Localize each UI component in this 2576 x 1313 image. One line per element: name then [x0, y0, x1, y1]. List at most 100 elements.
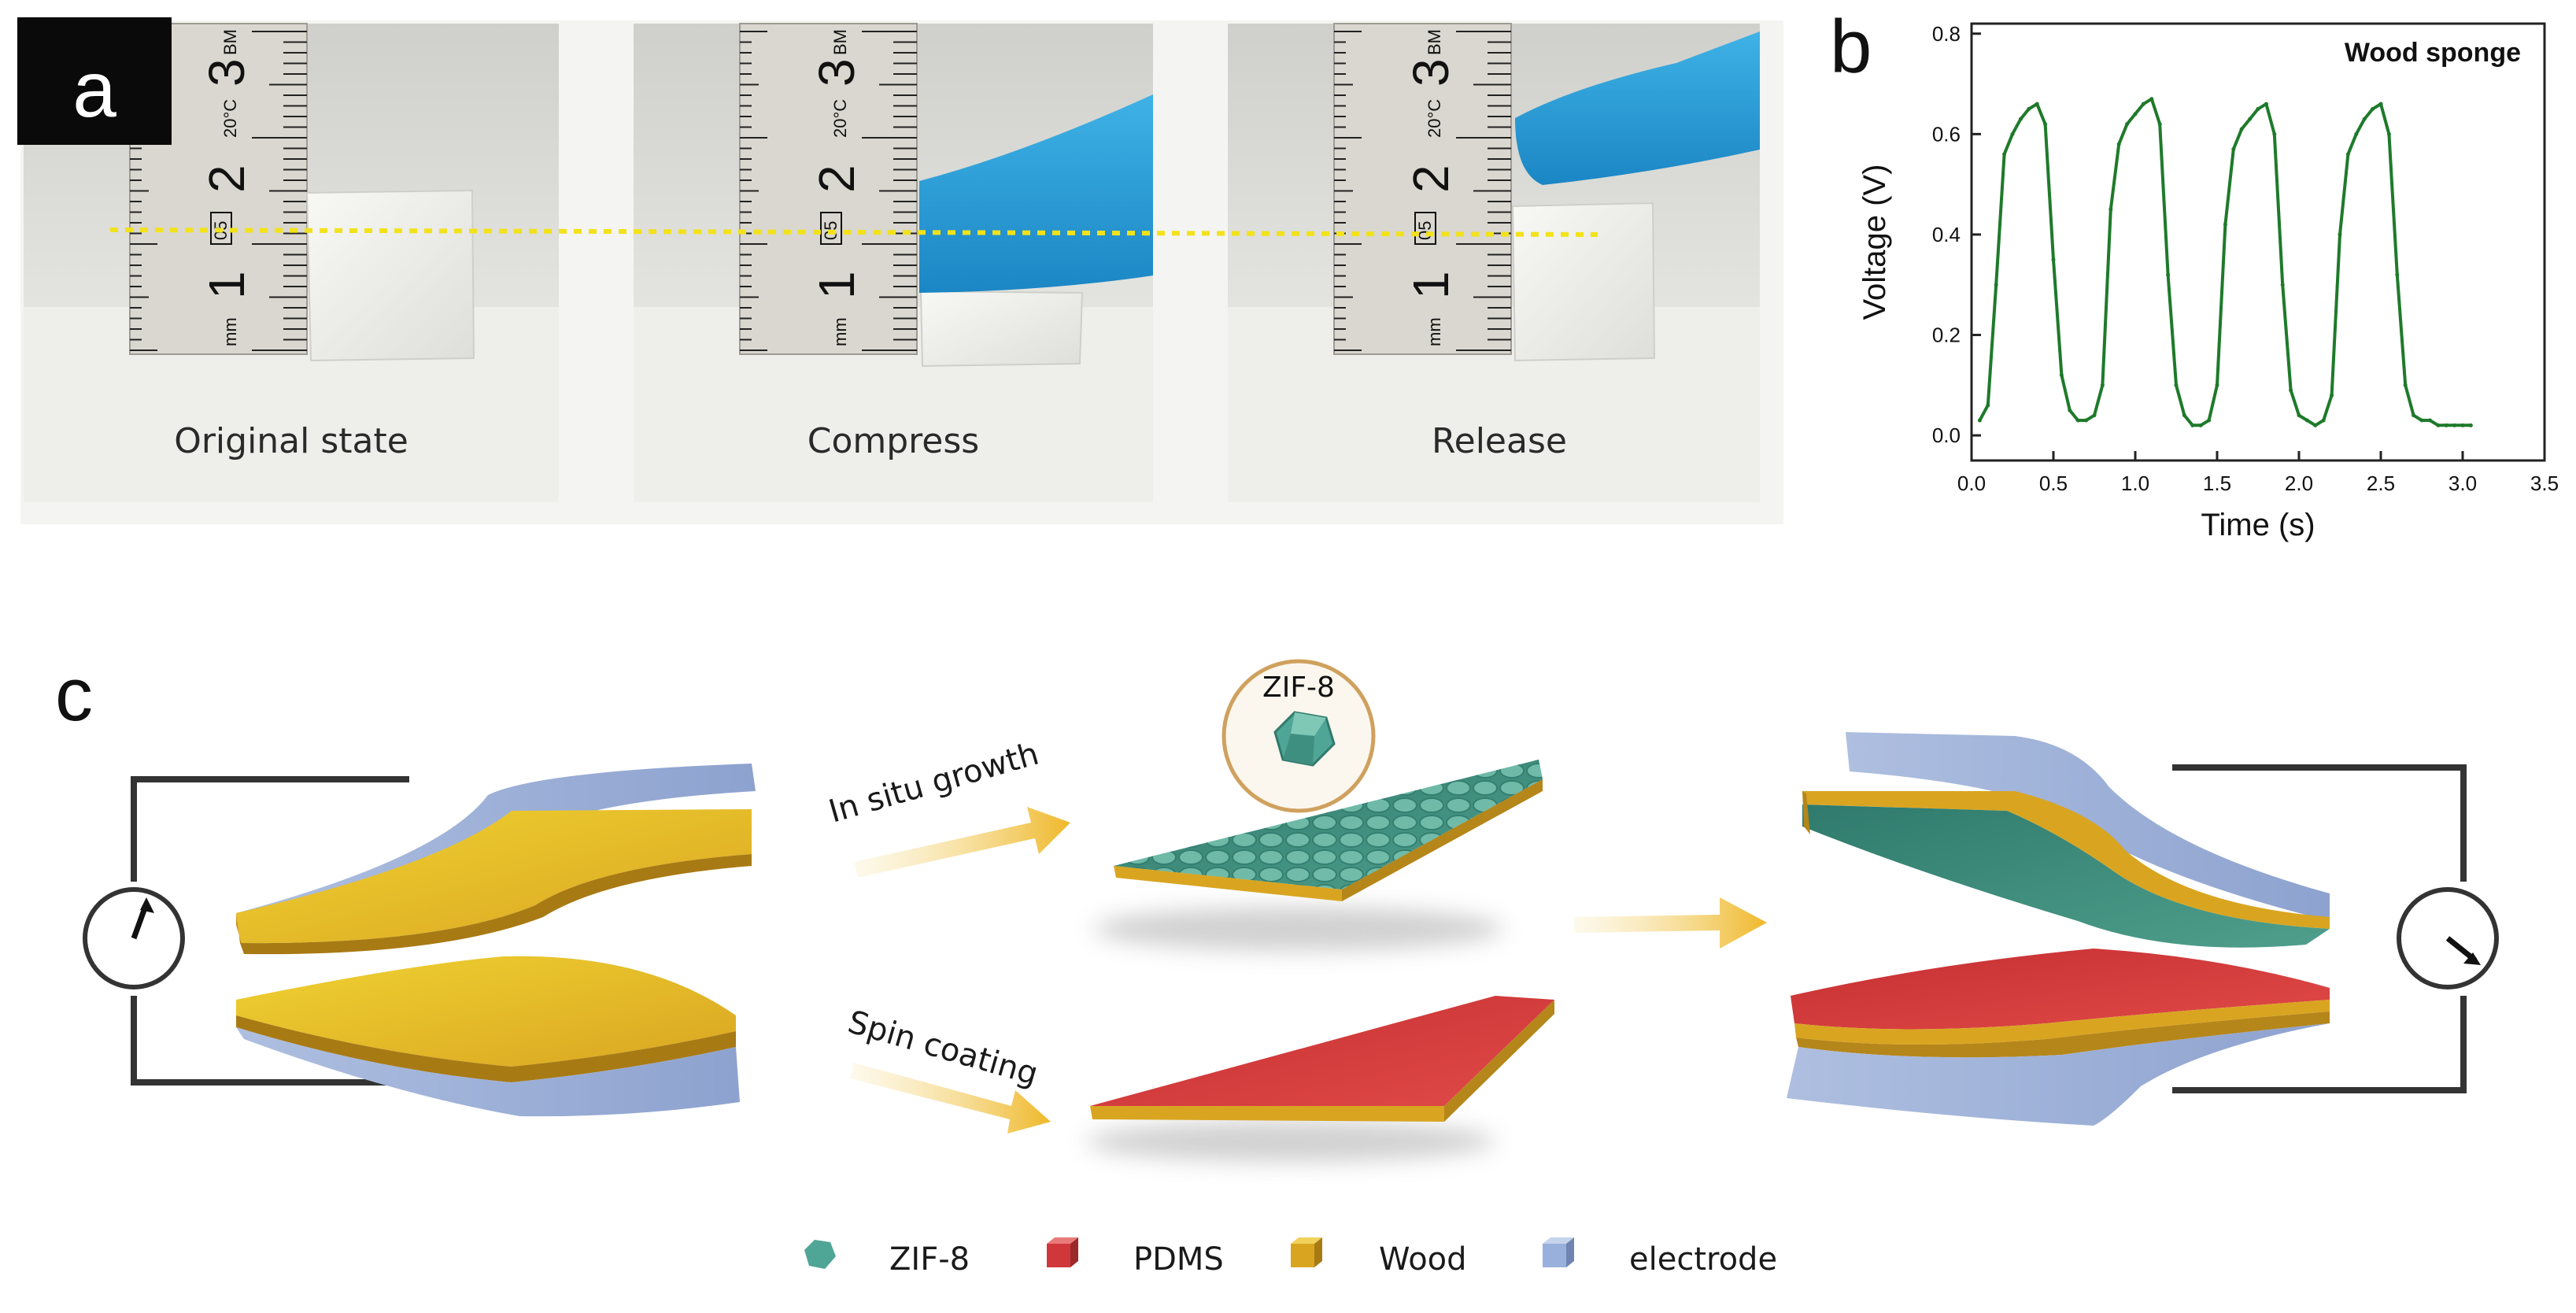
- data-point: [2362, 117, 2367, 121]
- pdms-layer-right: [1791, 949, 2330, 1030]
- voltmeter-left: [83, 887, 185, 989]
- chart-title: Wood sponge: [2345, 38, 2521, 68]
- data-point: [2330, 393, 2334, 398]
- data-point: [2215, 383, 2219, 387]
- legend-label-pdms: PDMS: [1133, 1241, 1224, 1278]
- legend-item-zif8: ZIF-8: [804, 1240, 970, 1278]
- x-tick-label: 0.5: [2039, 472, 2068, 495]
- data-point: [2345, 152, 2350, 157]
- ruler-temp: 20°C: [1425, 99, 1444, 138]
- data-point: [2321, 418, 2326, 423]
- data-point: [2272, 131, 2277, 136]
- right-device: [1787, 732, 2499, 1126]
- arrow-label-in-situ-growth: In situ growth: [825, 736, 1043, 830]
- arrow-spin-coating: Spin coating: [844, 1004, 1051, 1134]
- plot-area: [1970, 22, 2546, 462]
- ruler-tick-marks: [1334, 31, 1511, 351]
- electrode-bottom-left: [236, 1027, 740, 1117]
- data-point: [2280, 283, 2285, 287]
- data-point: [2035, 102, 2039, 106]
- ruler-number-3: 3: [198, 58, 255, 87]
- ruler-number-3: 3: [1403, 58, 1459, 87]
- data-point: [2436, 423, 2441, 427]
- legend-item-wood: Wood: [1291, 1237, 1467, 1278]
- data-point: [2354, 131, 2359, 136]
- data-point: [2084, 418, 2089, 423]
- wood-sponge-compressed: [919, 290, 1084, 368]
- data-point: [2002, 152, 2007, 157]
- voltmeter-right: [2397, 887, 2499, 989]
- wood-edge-bottom-left: [236, 1015, 736, 1082]
- arrow-assembly: [1574, 897, 1767, 949]
- ruler-bm: BM: [1425, 29, 1444, 55]
- x-tick-label: 2.0: [2285, 472, 2313, 495]
- electrode-bottom-right: [1787, 1023, 2330, 1126]
- data-point: [2100, 383, 2105, 387]
- data-point: [2256, 106, 2260, 111]
- data-point: [2395, 272, 2400, 277]
- wood-substrate: [1090, 1106, 1444, 1122]
- blue-glove: [919, 94, 1153, 293]
- panel-c: c In situ growth: [55, 653, 2499, 1278]
- data-point: [2027, 106, 2031, 111]
- data-point: [2239, 127, 2244, 131]
- legend-item-pdms: PDMS: [1047, 1237, 1224, 1278]
- ruler-bm: BM: [220, 29, 240, 55]
- wood-layer-top-left: [236, 809, 752, 944]
- x-axis-title: Time (s): [2201, 508, 2315, 542]
- data-point: [2338, 232, 2342, 237]
- x-tick-label: 1.0: [2121, 472, 2149, 495]
- photo-label-compress: Compress: [808, 421, 979, 461]
- wood-sponge: [305, 189, 475, 362]
- pdms-layer: [1090, 996, 1554, 1106]
- data-point: [2166, 272, 2171, 277]
- ruler-number-1: 1: [198, 271, 255, 299]
- panel-a-letter: a: [72, 46, 116, 134]
- data-point: [2444, 423, 2448, 427]
- panel-b-letter: b: [1830, 5, 1872, 89]
- x-tick-label: 2.5: [2367, 472, 2395, 495]
- legend-swatch-wood: [1291, 1244, 1314, 1267]
- y-tick-label: 0.6: [1932, 122, 1961, 146]
- photo-label-original-state: Original state: [174, 421, 408, 461]
- data-point: [2125, 122, 2130, 127]
- ruler-number-2: 2: [198, 165, 255, 193]
- data-point: [2297, 413, 2301, 418]
- data-point: [2313, 423, 2318, 427]
- ruler: 3 2 1 20°C mm 05 BM: [739, 23, 918, 355]
- circuit-wire-bottom: [2172, 996, 2467, 1093]
- data-point: [2304, 418, 2309, 423]
- ruler-tick-marks: [740, 31, 917, 351]
- legend-swatch-pdms: [1047, 1244, 1070, 1267]
- photo-release: 3 2 1 20°C mm 05 BM Release: [1228, 23, 1760, 502]
- panel-c-letter: c: [55, 653, 93, 737]
- data-point: [2427, 418, 2432, 423]
- wood-layer-bottom-left: [236, 956, 736, 1067]
- ruler: 3 2 1 20°C mm 05 BM: [1333, 23, 1512, 355]
- data-point: [2412, 413, 2416, 418]
- data-point: [2068, 408, 2072, 412]
- panel-a-label-box: [17, 17, 172, 145]
- wood-layer-top-right: [1802, 791, 2330, 929]
- data-point: [2190, 423, 2195, 427]
- data-point: [2460, 423, 2465, 427]
- x-tick-label: 3.0: [2448, 472, 2477, 495]
- wood-edge-top-left: [240, 854, 752, 955]
- data-point: [2289, 388, 2293, 393]
- data-point: [2116, 142, 2121, 146]
- x-tick-label: 0.0: [1957, 472, 1986, 495]
- data-point: [2248, 117, 2253, 121]
- y-tick-label: 0.8: [1932, 22, 1961, 46]
- left-device: [83, 764, 756, 1117]
- data-point: [2371, 106, 2375, 111]
- data-point: [1986, 403, 1990, 408]
- ruler-number-1: 1: [808, 271, 865, 299]
- pdms-coated-wood: [1086, 996, 1554, 1162]
- data-point: [2386, 131, 2391, 136]
- data-point: [2051, 257, 2056, 262]
- data-point: [2108, 207, 2113, 212]
- legend: ZIF-8 PDMS Wood electrode: [804, 1237, 1777, 1278]
- legend-label-wood: Wood: [1379, 1241, 1467, 1278]
